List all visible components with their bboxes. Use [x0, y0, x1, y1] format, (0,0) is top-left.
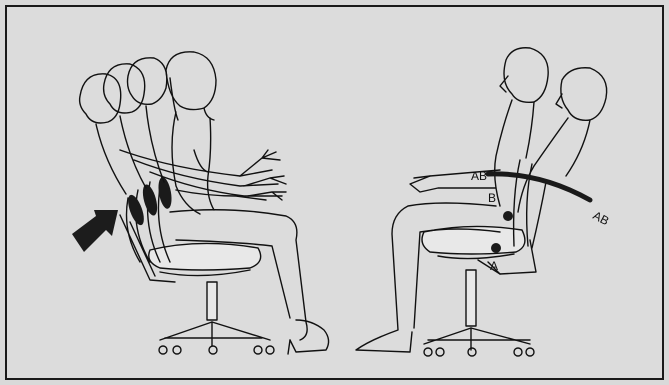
pivot-b — [503, 211, 513, 221]
left-seat — [149, 243, 261, 270]
label-b: B — [488, 191, 496, 205]
pivot-a — [491, 243, 501, 253]
label-ab-left: AB — [471, 169, 487, 183]
label-a: A — [490, 259, 498, 273]
figure-frame — [6, 6, 663, 379]
right-seat — [422, 226, 525, 254]
